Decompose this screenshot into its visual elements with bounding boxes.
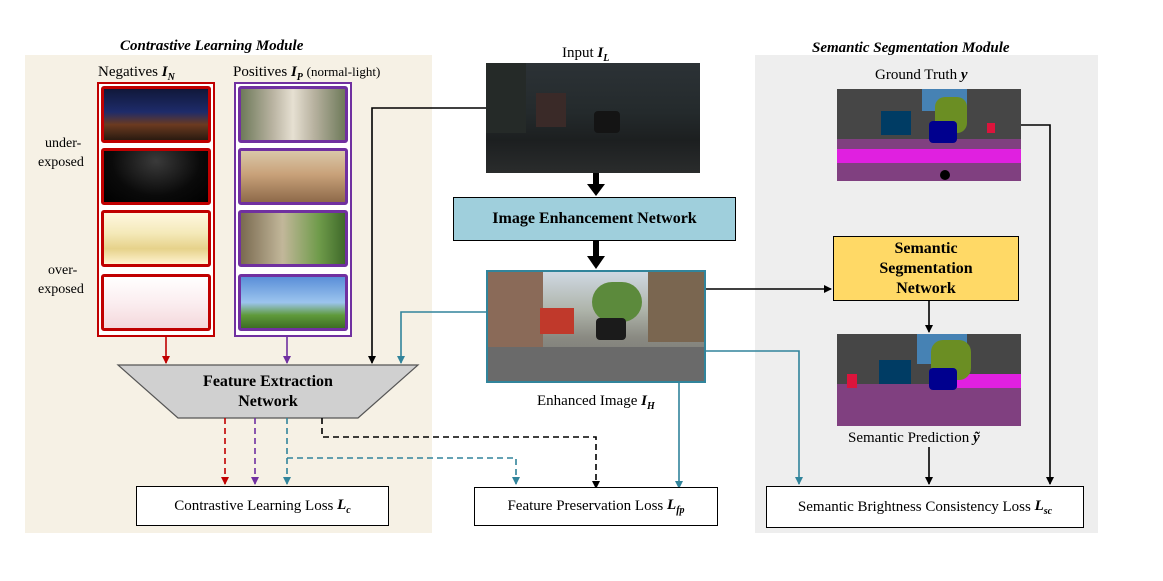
- feature-extraction-network: [116, 364, 420, 419]
- feature-extraction-label: Feature Extraction Network: [203, 373, 333, 410]
- semantic-segmentation-network: Semantic Segmentation Network: [833, 236, 1019, 301]
- negative-image-2: [101, 148, 211, 205]
- enhanced-feature-to-fp-dashed: [287, 457, 520, 485]
- ground-truth-image: [837, 89, 1021, 181]
- arrow-down-icon: [587, 173, 605, 196]
- positive-image-2: [238, 148, 348, 205]
- input-to-feature-arrow: [368, 107, 486, 364]
- negative-image-1: [101, 86, 211, 143]
- over-exposed-label-1: over-: [48, 263, 78, 278]
- semantic-brightness-loss-box: Semantic Brightness Consistency Loss Lsc: [766, 486, 1084, 528]
- positive-image-4: [238, 274, 348, 331]
- positive-image-1: [238, 86, 348, 143]
- feature-preservation-loss-box: Feature Preservation Loss Lfp: [474, 487, 718, 526]
- negative-image-4: [101, 274, 211, 331]
- input-feature-to-fp-dashed: [321, 418, 600, 489]
- under-exposed-label-1: under-: [45, 136, 82, 151]
- enhanced-label: Enhanced Image IH: [537, 393, 655, 412]
- input-image: [486, 63, 700, 173]
- over-exposed-label-2: exposed: [38, 282, 84, 297]
- semantic-prediction-label: Semantic Prediction ỹ: [848, 430, 980, 446]
- positives-label: Positives IP (normal-light): [233, 64, 381, 83]
- image-enhancement-network: Image Enhancement Network: [453, 197, 736, 241]
- enhanced-image: [486, 270, 706, 383]
- contrastive-module-panel: [25, 55, 432, 533]
- enhanced-to-sc-arrow: [706, 350, 803, 485]
- segmentation-module-title: Semantic Segmentation Module: [812, 40, 1010, 56]
- negatives-label: Negatives IN: [98, 64, 175, 83]
- under-exposed-label-2: exposed: [38, 155, 84, 170]
- negative-image-3: [101, 210, 211, 267]
- groundtruth-to-sc-arrow: [1021, 124, 1054, 485]
- semantic-prediction-image: [837, 334, 1021, 426]
- input-label: Input IL: [562, 45, 610, 64]
- contrastive-module-title: Contrastive Learning Module: [120, 38, 304, 54]
- positive-image-3: [238, 210, 348, 267]
- ground-truth-label: Ground Truth y: [875, 67, 968, 83]
- contrastive-learning-loss-box: Contrastive Learning Loss Lc: [136, 486, 389, 526]
- enhanced-to-feature-arrow: [397, 311, 486, 364]
- arrow-down-icon: [587, 241, 605, 269]
